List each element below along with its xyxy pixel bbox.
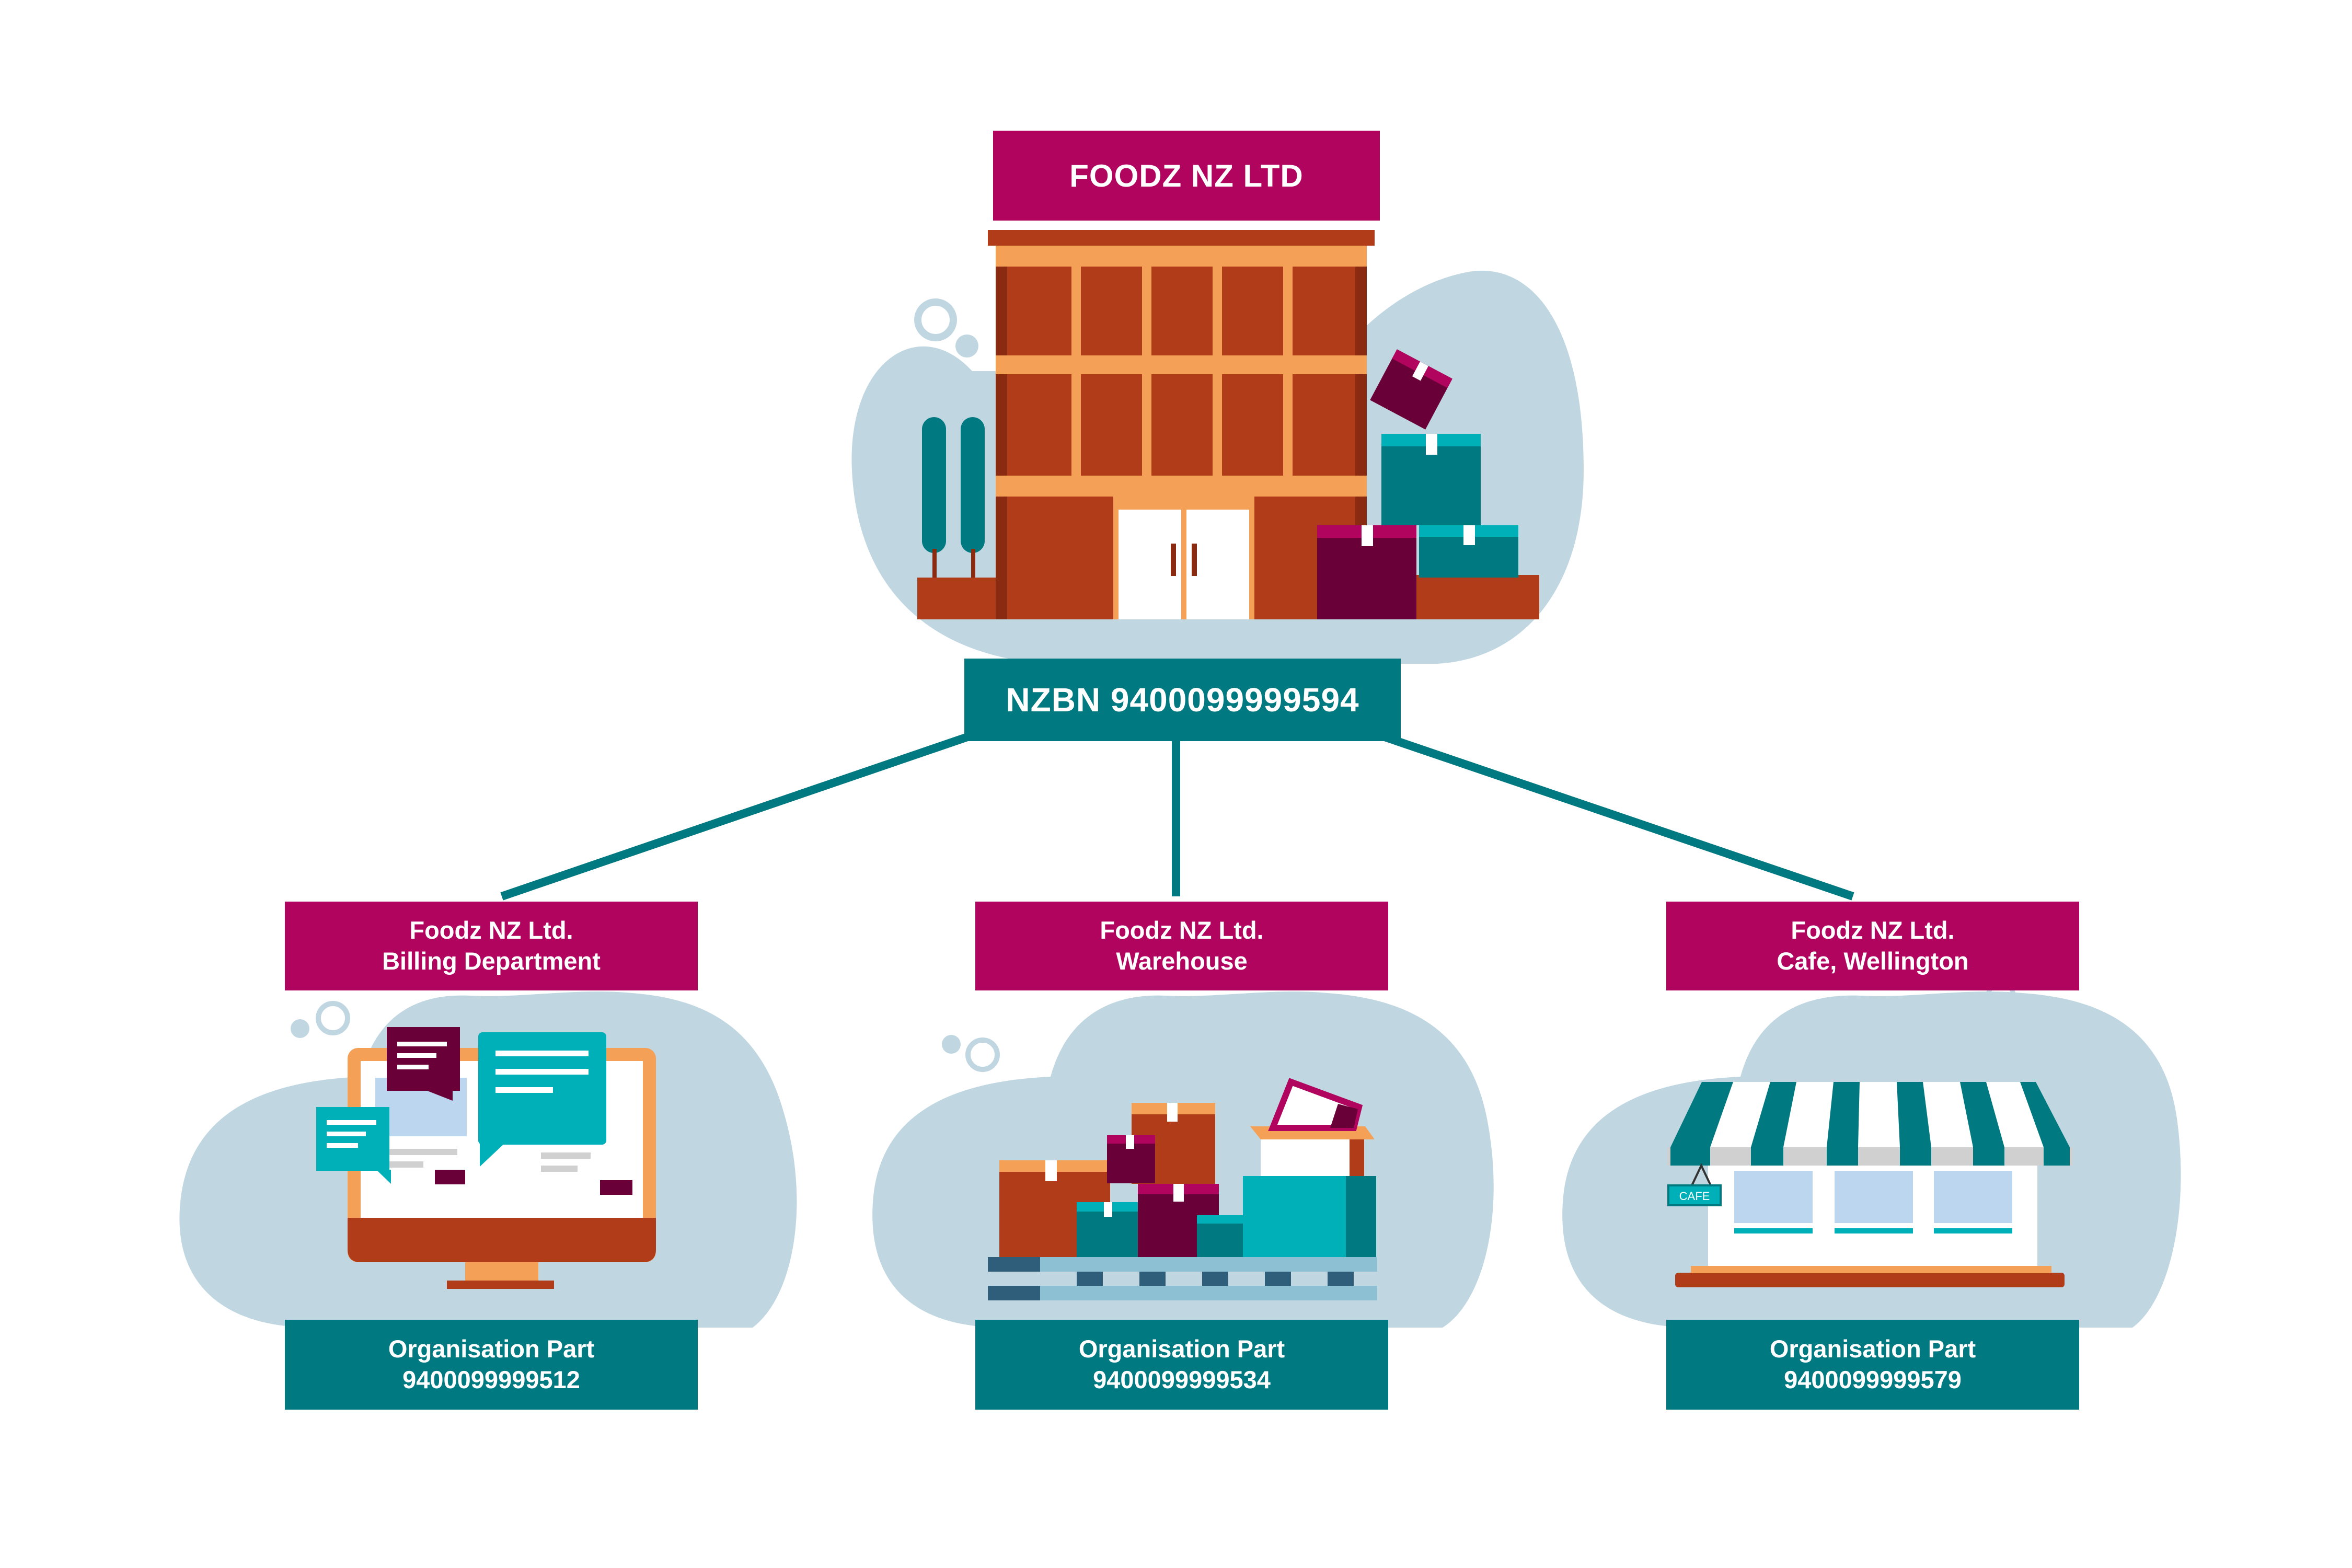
cafe-sign-text: CAFE xyxy=(1679,1190,1710,1203)
part-number: 9400099999534 xyxy=(1093,1366,1271,1393)
pallet-bottom xyxy=(988,1286,1377,1300)
monitor-bezel-bottom xyxy=(348,1218,656,1262)
bubble-icon xyxy=(291,1019,309,1038)
part-number-box: Organisation Part 9400099999512 xyxy=(285,1320,698,1410)
open-box-icon xyxy=(1250,1078,1375,1176)
cafe-window-icon xyxy=(1734,1171,1813,1223)
part-title-line1: Foodz NZ Ltd. xyxy=(1100,916,1264,944)
headquarters-illustration xyxy=(851,230,1584,664)
hq-roof xyxy=(988,230,1375,246)
part-number-box: Organisation Part 9400099999534 xyxy=(975,1320,1388,1410)
chat-bubble-icon xyxy=(478,1032,606,1167)
tilted-box-icon xyxy=(1370,349,1452,430)
part-title-box: Foodz NZ Ltd. Cafe, Wellington xyxy=(1666,902,2079,990)
nzbn-banner: NZBN 9400099999594 xyxy=(964,659,1401,741)
cafe-base xyxy=(1675,1273,2065,1287)
chat-bubble-icon xyxy=(387,1027,460,1101)
part-title-line1: Foodz NZ Ltd. xyxy=(409,916,573,944)
awning-icon xyxy=(1667,1082,2072,1166)
hq-shade-left xyxy=(996,267,1007,619)
part-title-box: Foodz NZ Ltd. Warehouse xyxy=(975,902,1388,990)
part-title-line2: Billing Department xyxy=(382,947,601,975)
company-name: FOODZ NZ LTD xyxy=(1069,158,1304,193)
part-number-box: Organisation Part 9400099999579 xyxy=(1666,1320,2079,1410)
bubble-icon xyxy=(965,1037,1000,1072)
part-title-line2: Cafe, Wellington xyxy=(1777,947,1969,975)
cafe-window-icon xyxy=(1835,1171,1913,1223)
connector-right xyxy=(1368,728,1854,901)
bubble-icon xyxy=(914,298,957,341)
connector-left xyxy=(500,728,984,901)
pallet-top xyxy=(988,1257,1377,1272)
chat-bubble-icon xyxy=(316,1107,391,1184)
part-title-line2: Warehouse xyxy=(1116,947,1248,975)
part-number: 9400099999579 xyxy=(1784,1366,1962,1393)
cafe-window-icon xyxy=(1934,1171,2012,1223)
cafe-sign-icon: CAFE xyxy=(1667,1163,1722,1206)
tree-icon xyxy=(922,417,946,553)
part-type-label: Organisation Part xyxy=(1078,1335,1285,1363)
billing-illustration xyxy=(179,991,797,1328)
door-handle-icon xyxy=(1192,544,1197,576)
part-type-label: Organisation Part xyxy=(1769,1335,1976,1363)
tree-icon xyxy=(961,417,985,553)
part-title-box: Foodz NZ Ltd. Billing Department xyxy=(285,902,698,990)
hq-window-grid xyxy=(996,246,1367,497)
door-handle-icon xyxy=(1171,544,1176,576)
monitor-base xyxy=(447,1281,554,1289)
bubble-icon xyxy=(316,1001,350,1035)
cafe-illustration: CAFE xyxy=(1562,981,2181,1328)
planter-box xyxy=(917,578,996,619)
part-number: 9400099999512 xyxy=(402,1366,580,1393)
connector-lines xyxy=(500,728,1854,901)
part-type-label: Organisation Part xyxy=(388,1335,595,1363)
monitor-stand xyxy=(465,1262,538,1281)
warehouse-illustration xyxy=(872,991,1494,1328)
bubble-icon xyxy=(955,335,978,358)
bubble-icon xyxy=(942,1035,961,1054)
nzbn-number: NZBN 9400099999594 xyxy=(1006,681,1359,719)
company-name-banner: FOODZ NZ LTD xyxy=(993,131,1380,221)
part-title-line1: Foodz NZ Ltd. xyxy=(1791,916,1955,944)
